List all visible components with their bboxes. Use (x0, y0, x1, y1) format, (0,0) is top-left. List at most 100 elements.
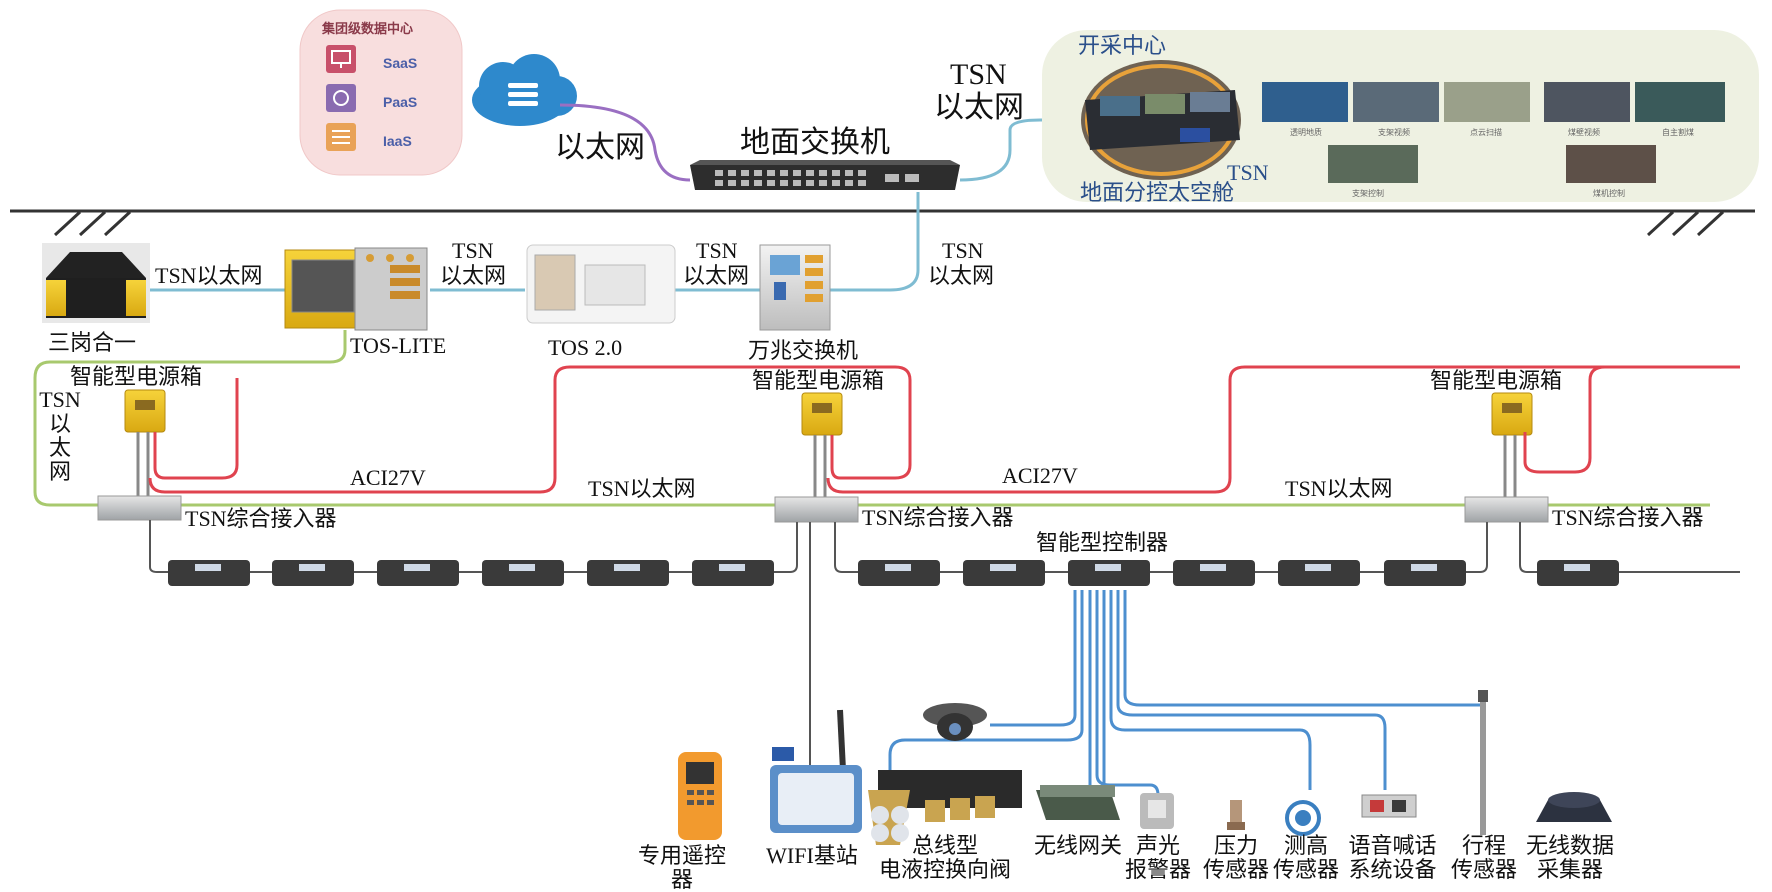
tsn-vertical-char: 网 (48, 459, 71, 484)
voice-device-icon (1361, 794, 1417, 818)
tsn-vertical-char: TSN (39, 387, 81, 412)
tsn-surface-link (959, 118, 1065, 182)
label-line: 声光 (1135, 833, 1180, 858)
remote-control-icon (678, 752, 722, 840)
label-line: 系统设备 (1348, 857, 1437, 882)
label-line: 测高 (1283, 833, 1328, 858)
surface-switch (690, 160, 960, 190)
label-line: WIFI基站 (766, 843, 858, 868)
screen-label: 支架视频 (1378, 128, 1410, 137)
tos-lite-device (284, 247, 428, 331)
power-lines (148, 365, 1740, 494)
label-line: 语音喊话 (1348, 833, 1437, 858)
tos-lite-label: TOS-LITE (350, 333, 447, 358)
tos2-label: TOS 2.0 (548, 335, 623, 360)
field-label-stroke: 行程传感器 (1444, 834, 1524, 882)
label-line: 采集器 (1536, 857, 1603, 882)
stroke-sensor-icon (1478, 690, 1488, 835)
screen-thumb (1328, 145, 1418, 183)
field-label-gateway: 无线网关 (1028, 834, 1128, 858)
label-line: 传感器 (1450, 857, 1517, 882)
label-line: 总线型 (911, 833, 978, 858)
layer-saas: SaaS (383, 55, 418, 71)
field-label-height: 测高传感器 (1266, 834, 1346, 882)
screen-label: 煤机控制 (1593, 189, 1625, 198)
tsn-link-2-label-1: TSN (452, 238, 494, 263)
field-label-wifi: WIFI基站 (762, 844, 862, 868)
label-line: 无线网关 (1033, 833, 1122, 858)
tos2-device (526, 244, 676, 324)
label-line: 传感器 (1272, 857, 1339, 882)
surface-switch-label: 地面交换机 (740, 126, 890, 159)
tsn-vertical-char: 太 (48, 435, 71, 460)
screen-thumb (1566, 145, 1656, 183)
screen-label: 煤壁视频 (1568, 128, 1600, 137)
field-label-remote: 专用遥控器 (632, 844, 732, 892)
label-line: 电液控换向阀 (878, 857, 1011, 882)
tsn-downlink (830, 192, 920, 292)
controller-label: 智能型控制器 (1036, 530, 1169, 555)
ethernet-label: 以太网 (555, 131, 645, 164)
ground-hatch (53, 210, 1725, 237)
tsn-link-4-label-1: TSN (942, 238, 984, 263)
label-line: 专用遥控器 (637, 843, 726, 892)
field-label-pressure: 压力传感器 (1196, 834, 1276, 882)
layer-paas: PaaS (383, 94, 418, 110)
camera-icon (923, 703, 987, 741)
control-subtitle: 地面分控太空舱 (1080, 180, 1235, 205)
field-label-voice: 语音喊话系统设备 (1340, 834, 1445, 882)
label-line: 传感器 (1202, 857, 1269, 882)
paas-icon (326, 84, 356, 112)
screen-label: 支架控制 (1352, 189, 1384, 198)
height-sensor-icon (1285, 800, 1321, 836)
power-box-label-1: 智能型电源箱 (70, 364, 203, 389)
alarm-icon (1140, 793, 1174, 829)
layer-iaas: IaaS (383, 133, 412, 149)
access-unit-2 (774, 496, 859, 523)
datacenter-title: 集团级数据中心 (322, 21, 414, 36)
controller-row (168, 560, 1619, 586)
access-unit-3 (1464, 496, 1549, 523)
tsn-backbone-label-2: TSN以太网 (1285, 476, 1393, 501)
access-unit-label-3: TSN综合接入器 (1552, 505, 1704, 530)
pressure-sensor-icon (1227, 800, 1245, 830)
screen-label: 透明地质 (1290, 128, 1322, 137)
datacenter-panel (299, 9, 463, 176)
tsn-link-3-label-2: 以太网 (683, 263, 750, 288)
label-line: 报警器 (1124, 857, 1191, 882)
power-box-3 (1491, 392, 1533, 505)
power-box-1 (124, 389, 166, 505)
tsn-link-3-label-1: TSN (696, 238, 738, 263)
wireless-gateway-icon (1036, 785, 1120, 820)
tsn-vertical-char: 以 (48, 411, 71, 436)
saas-icon (326, 45, 356, 73)
tsn-vertical-label: TSN 以 太 网 (35, 388, 85, 484)
screen-label: 自主割煤 (1662, 128, 1694, 137)
screen-thumb (1635, 82, 1725, 122)
screen-thumb (1444, 82, 1530, 122)
wifi-station-icon (770, 709, 862, 833)
control-center-title: 开采中心 (1078, 33, 1167, 58)
sangang-device (42, 243, 150, 323)
screen-label: 点云扫描 (1470, 128, 1502, 137)
tsn-link-1-label: TSN以太网 (155, 263, 263, 288)
tsn-link-4-label-2: 以太网 (928, 263, 995, 288)
tsn-link-2-label-2: 以太网 (440, 263, 507, 288)
sangang-label: 三岗合一 (48, 330, 137, 355)
screen-thumb (1544, 82, 1630, 122)
aci27v-label-2: ACI27V (1002, 463, 1078, 488)
ethernet-link (559, 103, 691, 182)
label-line: 行程 (1461, 833, 1506, 858)
wanzhao-label: 万兆交换机 (748, 338, 859, 363)
screen-thumb (1353, 82, 1439, 122)
aci27v-label-1: ACI27V (350, 465, 426, 490)
field-label-alarm: 声光报警器 (1118, 834, 1198, 882)
valve-icon (868, 770, 1022, 845)
power-box-label-3: 智能型电源箱 (1430, 368, 1563, 393)
power-box-label-2: 智能型电源箱 (752, 368, 885, 393)
field-label-valve: 总线型电液控换向阀 (870, 834, 1020, 882)
screen-thumb (1262, 82, 1348, 122)
label-line: 压力 (1213, 833, 1258, 858)
